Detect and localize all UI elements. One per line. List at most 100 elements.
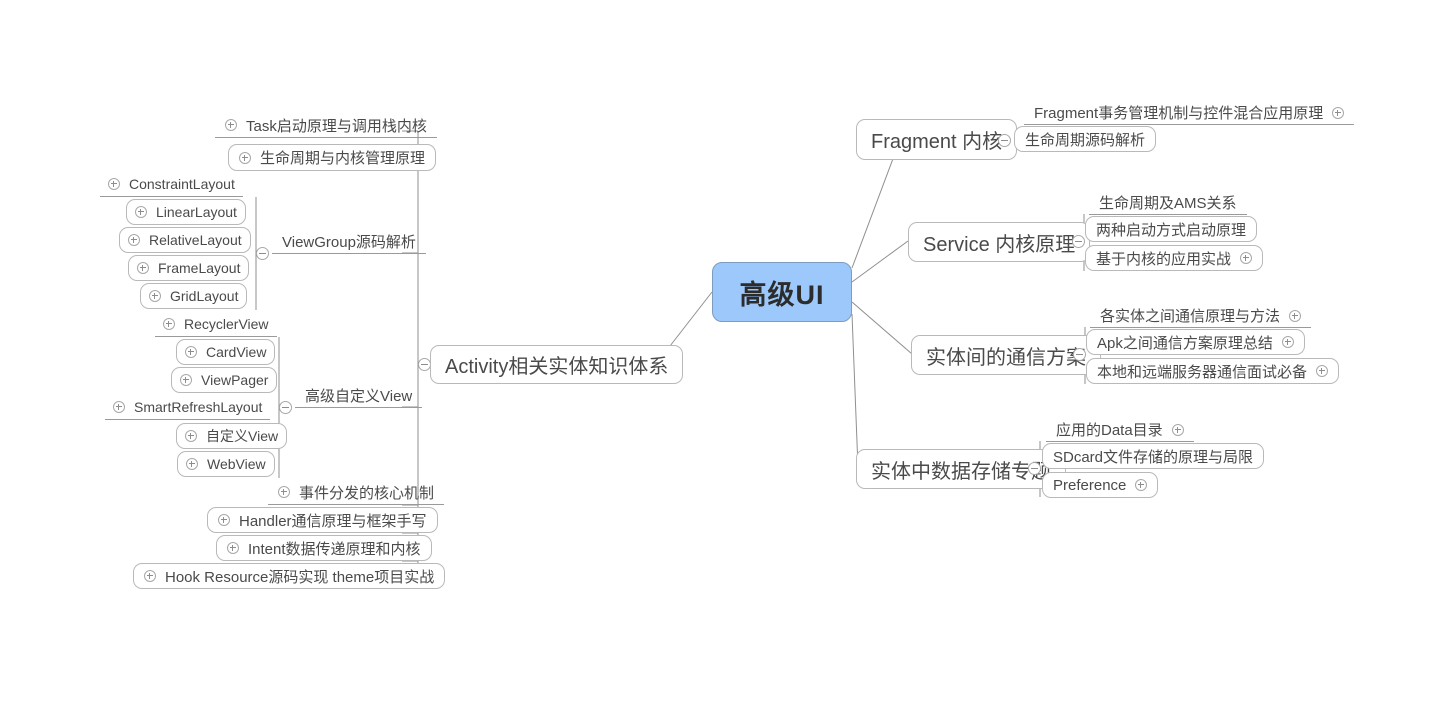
plus-circle-icon[interactable] [227, 542, 239, 554]
node-fragment-transaction[interactable]: Fragment事务管理机制与控件混合应用原理 [1024, 101, 1355, 125]
plus-circle-icon[interactable] [225, 119, 237, 131]
plus-circle-icon[interactable] [144, 570, 156, 582]
node-lifecycle-kernel[interactable]: 生命周期与内核管理原理 [228, 144, 437, 171]
plus-circle-icon[interactable] [128, 234, 140, 246]
node-cardview[interactable]: CardView [176, 339, 276, 365]
node-intent[interactable]: Intent数据传递原理和内核 [216, 535, 432, 561]
plus-circle-icon[interactable] [1316, 365, 1329, 377]
plus-circle-icon[interactable] [1289, 309, 1302, 322]
plus-circle-icon[interactable] [186, 458, 198, 470]
plus-circle-icon[interactable] [137, 262, 149, 274]
plus-circle-icon[interactable] [113, 401, 125, 413]
node-relativelayout[interactable]: RelativeLayout [119, 227, 251, 253]
node-service-kernel-practice[interactable]: 基于内核的应用实战 [1085, 245, 1264, 271]
node-app-data-directory-label: 应用的Data目录 [1056, 422, 1163, 439]
branch-activity-label: Activity相关实体知识体系 [445, 356, 669, 378]
node-service-two-start-modes-label: 两种启动方式启动原理 [1096, 221, 1247, 239]
node-lifecycle-kernel-label: 生命周期与内核管理原理 [260, 150, 426, 167]
branch-fragment-label: Fragment 内核 [871, 131, 1003, 153]
node-handler[interactable]: Handler通信原理与框架手写 [207, 507, 438, 533]
node-custom-view-label: 自定义View [206, 428, 279, 444]
node-constraintlayout-label: ConstraintLayout [129, 176, 235, 192]
node-linearlayout-label: LinearLayout [156, 204, 237, 220]
plus-circle-icon[interactable] [278, 486, 290, 498]
node-fragment-lifecycle-source[interactable]: 生命周期源码解析 [1014, 126, 1157, 152]
plus-circle-icon[interactable] [1171, 423, 1184, 436]
node-intent-label: Intent数据传递原理和内核 [248, 540, 421, 558]
toggle-viewgroup[interactable] [256, 247, 269, 260]
plus-circle-icon[interactable] [108, 178, 120, 190]
toggle-custom-view[interactable] [279, 401, 292, 414]
node-recyclerview-label: RecyclerView [184, 316, 269, 332]
node-viewpager-label: ViewPager [201, 372, 269, 388]
node-task-startup[interactable]: Task启动原理与调用栈内核 [215, 113, 437, 138]
toggle-entity-communication-branch[interactable] [1073, 348, 1086, 361]
toggle-data-storage-branch[interactable] [1028, 462, 1041, 475]
node-apk-communication-label: Apk之间通信方案原理总结 [1097, 334, 1273, 352]
node-apk-communication[interactable]: Apk之间通信方案原理总结 [1086, 329, 1305, 355]
node-framelayout[interactable]: FrameLayout [128, 255, 250, 281]
node-preference-label: Preference [1053, 476, 1127, 494]
node-event-dispatch-label: 事件分发的核心机制 [299, 484, 435, 502]
plus-circle-icon[interactable] [1281, 336, 1294, 348]
branch-entity-communication[interactable]: 实体间的通信方案 [911, 335, 1101, 375]
node-advanced-custom-view-label: 高级自定义View [305, 387, 413, 405]
plus-circle-icon[interactable] [180, 374, 192, 386]
node-hook-resource[interactable]: Hook Resource源码实现 theme项目实战 [133, 563, 446, 589]
node-hook-resource-label: Hook Resource源码实现 theme项目实战 [165, 568, 435, 586]
root-node[interactable]: 高级UI [712, 262, 852, 322]
node-entity-comm-principles[interactable]: 各实体之间通信原理与方法 [1090, 304, 1312, 328]
node-recyclerview[interactable]: RecyclerView [155, 312, 277, 337]
node-framelayout-label: FrameLayout [158, 260, 241, 276]
node-webview-label: WebView [207, 456, 266, 472]
node-viewpager[interactable]: ViewPager [171, 367, 278, 393]
branch-activity[interactable]: Activity相关实体知识体系 [430, 345, 684, 384]
node-remote-server-communication-label: 本地和远端服务器通信面试必备 [1097, 363, 1308, 381]
node-fragment-transaction-label: Fragment事务管理机制与控件混合应用原理 [1034, 105, 1324, 122]
plus-circle-icon[interactable] [239, 151, 251, 164]
branch-data-storage-label: 实体中数据存储专题 [871, 460, 1051, 483]
node-viewgroup-source[interactable]: ViewGroup源码解析 [272, 229, 426, 254]
node-sdcard-storage[interactable]: SDcard文件存储的原理与局限 [1042, 443, 1265, 469]
node-sdcard-storage-label: SDcard文件存储的原理与局限 [1053, 448, 1254, 466]
node-smartrefreshlayout[interactable]: SmartRefreshLayout [105, 395, 271, 420]
plus-circle-icon[interactable] [218, 514, 230, 526]
node-handler-label: Handler通信原理与框架手写 [239, 512, 427, 530]
node-relativelayout-label: RelativeLayout [149, 232, 242, 248]
node-event-dispatch[interactable]: 事件分发的核心机制 [268, 480, 445, 505]
branch-fragment[interactable]: Fragment 内核 [856, 119, 1018, 160]
node-app-data-directory[interactable]: 应用的Data目录 [1046, 418, 1194, 442]
plus-circle-icon[interactable] [149, 290, 161, 302]
node-viewgroup-source-label: ViewGroup源码解析 [282, 233, 416, 251]
node-remote-server-communication[interactable]: 本地和远端服务器通信面试必备 [1086, 358, 1340, 384]
plus-circle-icon[interactable] [163, 318, 175, 330]
node-linearlayout[interactable]: LinearLayout [126, 199, 246, 225]
node-gridlayout[interactable]: GridLayout [140, 283, 248, 309]
node-gridlayout-label: GridLayout [170, 288, 239, 304]
plus-circle-icon[interactable] [185, 346, 197, 358]
node-preference[interactable]: Preference [1042, 472, 1159, 498]
toggle-fragment-branch[interactable] [998, 134, 1011, 147]
node-entity-comm-principles-label: 各实体之间通信原理与方法 [1100, 308, 1281, 325]
node-advanced-custom-view[interactable]: 高级自定义View [295, 383, 423, 408]
node-service-kernel-practice-label: 基于内核的应用实战 [1096, 250, 1232, 268]
plus-circle-icon[interactable] [185, 430, 197, 442]
node-service-lifecycle-ams-label: 生命周期及AMS关系 [1099, 195, 1237, 212]
toggle-service-branch[interactable] [1072, 235, 1085, 248]
node-service-lifecycle-ams[interactable]: 生命周期及AMS关系 [1089, 191, 1247, 215]
node-fragment-lifecycle-source-label: 生命周期源码解析 [1025, 131, 1146, 149]
plus-circle-icon[interactable] [1332, 106, 1345, 119]
node-service-two-start-modes[interactable]: 两种启动方式启动原理 [1085, 216, 1258, 242]
node-constraintlayout[interactable]: ConstraintLayout [100, 172, 243, 197]
node-task-startup-label: Task启动原理与调用栈内核 [246, 117, 427, 135]
branch-entity-communication-label: 实体间的通信方案 [926, 346, 1086, 369]
plus-circle-icon[interactable] [1240, 252, 1253, 264]
root-label: 高级UI [739, 279, 825, 310]
node-custom-view[interactable]: 自定义View [176, 423, 288, 449]
plus-circle-icon[interactable] [135, 206, 147, 218]
plus-circle-icon[interactable] [1135, 479, 1148, 491]
node-webview[interactable]: WebView [177, 451, 275, 477]
branch-service-label: Service 内核原理 [923, 233, 1076, 256]
branch-service[interactable]: Service 内核原理 [908, 222, 1091, 262]
